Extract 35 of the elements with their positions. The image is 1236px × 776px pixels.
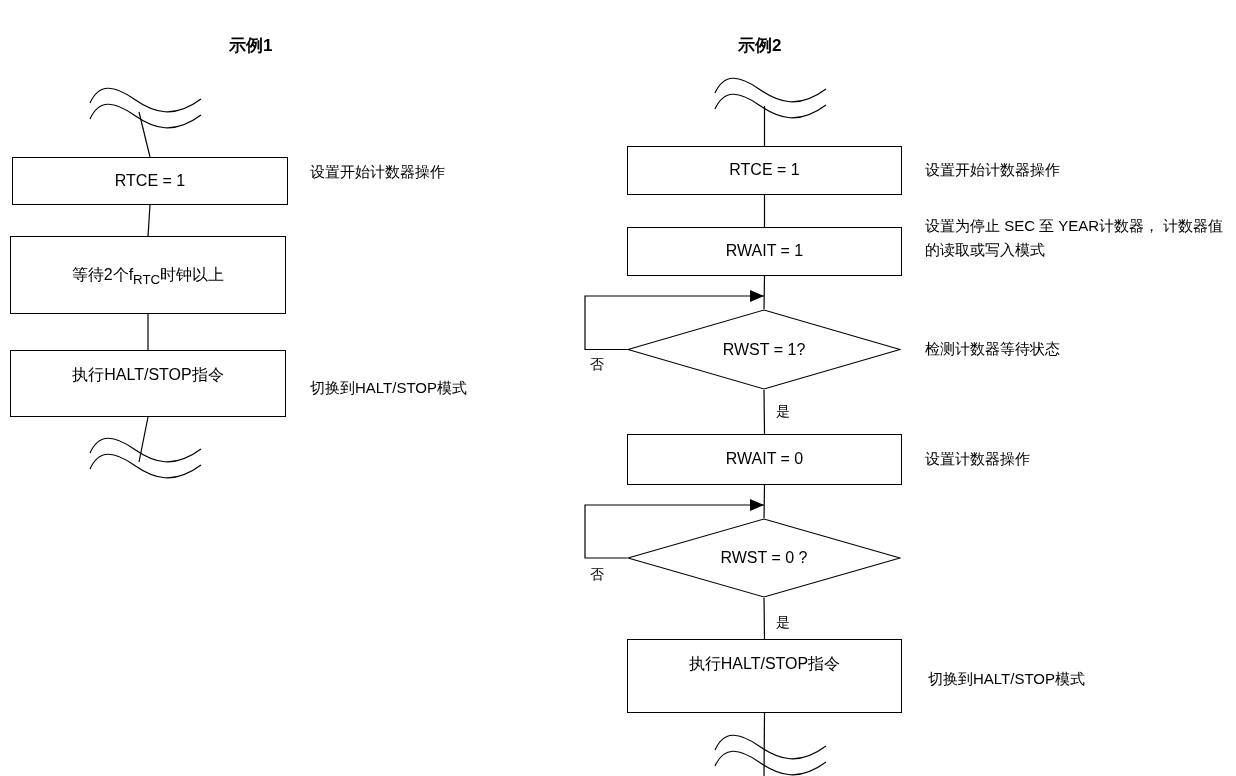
connector <box>147 204 151 237</box>
process-box: 等待2个f$_{RTC}$时钟以上 <box>10 236 286 314</box>
edge-label: 否 <box>590 566 604 584</box>
connector <box>138 111 151 158</box>
edge-label: 是 <box>776 614 790 632</box>
process-box: RWAIT = 0 <box>627 434 902 485</box>
loop-arrow <box>584 499 765 559</box>
process-box: RTCE = 1 <box>627 146 902 195</box>
process-box: 执行HALT/STOP指令 <box>10 350 286 417</box>
connector <box>147 313 149 351</box>
connector <box>763 484 766 519</box>
heading: 示例2 <box>738 35 782 57</box>
connector <box>763 712 766 776</box>
edge-label: 否 <box>590 356 604 374</box>
side-note: 切换到HALT/STOP模式 <box>310 378 468 398</box>
connector <box>763 597 766 640</box>
side-note: 设置开始计数器操作 <box>310 162 446 182</box>
process-box: RTCE = 1 <box>12 157 288 205</box>
side-note: 检测计数器等待状态 <box>925 339 1061 359</box>
heading: 示例1 <box>229 35 273 57</box>
edge-label: 是 <box>776 403 790 421</box>
decision-diamond: RWST = 0 ? <box>627 518 901 598</box>
connector <box>763 389 766 435</box>
connector <box>763 105 766 147</box>
side-note: 设置为停止 SEC 至 YEAR计数器， 计数器值的读取或写入模式 <box>925 216 1225 260</box>
side-note: 设置开始计数器操作 <box>925 160 1061 180</box>
connector <box>138 416 149 463</box>
side-note: 切换到HALT/STOP模式 <box>928 669 1086 689</box>
loop-arrow <box>584 290 765 351</box>
process-box: RWAIT = 1 <box>627 227 902 276</box>
side-note: 设置计数器操作 <box>925 449 1031 469</box>
connector <box>763 194 766 228</box>
process-box: 执行HALT/STOP指令 <box>627 639 902 713</box>
connector <box>763 275 766 310</box>
decision-diamond: RWST = 1? <box>627 309 901 390</box>
